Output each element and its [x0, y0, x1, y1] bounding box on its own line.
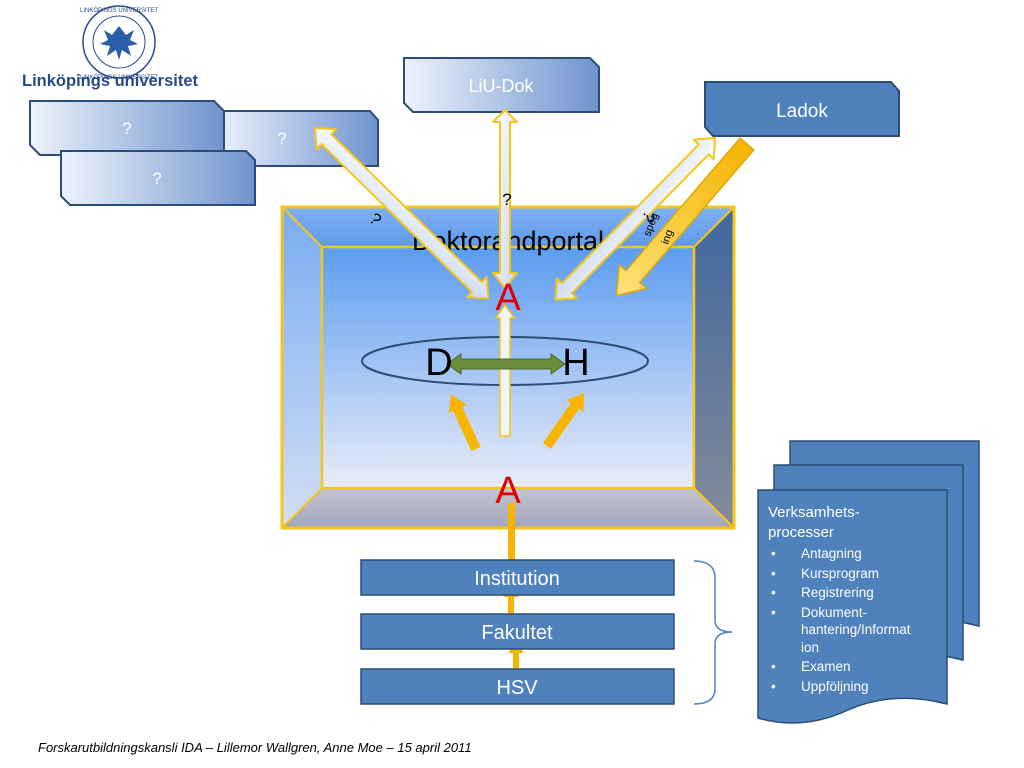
a-top-label: A	[495, 277, 521, 319]
unknown-system-box-1: ?	[29, 100, 225, 156]
unknown-system-label-3: ?	[152, 169, 161, 188]
institution-label: Institution	[474, 568, 560, 590]
process-item: Kursprogram	[760, 565, 940, 583]
university-name: Linköpings universitet	[22, 72, 199, 90]
institution-to-a-link	[508, 503, 515, 561]
arrow-label-center: ?	[502, 190, 511, 209]
process-card: Verksamhets- processer Antagning Kurspro…	[760, 503, 940, 697]
fakultet-label: Fakultet	[481, 622, 553, 644]
process-title: Verksamhets- processer	[768, 503, 940, 542]
arrow-a-to-d	[448, 394, 481, 452]
process-item: Uppföljning	[760, 678, 940, 696]
d-h-link-arrow	[446, 353, 566, 375]
seal-text-bottom: LINKÖPINGS UNIVERSITET	[80, 74, 158, 81]
hsv-box: HSV	[360, 668, 675, 705]
seal-text-top: LINKÖPINGS UNIVERSITET	[80, 7, 158, 14]
ladok-label: Ladok	[776, 101, 828, 122]
arrow-unknown-to-portal	[314, 127, 490, 300]
d-label: D	[425, 342, 452, 384]
grouping-brace	[693, 560, 733, 705]
unknown-system-label-1: ?	[122, 119, 131, 138]
speg-arrow	[615, 137, 755, 297]
process-title-line2: processer	[768, 523, 834, 541]
fakultet-box: Fakultet	[360, 613, 675, 650]
arrow-ladok-to-portal	[554, 137, 716, 301]
university-logo: LINKÖPINGS UNIVERSITET LINKÖPINGS UNIVER…	[22, 5, 199, 90]
arrow-a-to-h	[542, 392, 585, 449]
slide-footer: Forskarutbildningskansli IDA – Lillemor …	[38, 740, 472, 755]
process-list: Antagning Kursprogram Registrering Dokum…	[760, 545, 940, 695]
speg-label-2: ing	[660, 228, 676, 246]
process-item: Antagning	[760, 545, 940, 563]
hsv-label: HSV	[496, 677, 538, 699]
university-seal-icon: LINKÖPINGS UNIVERSITET LINKÖPINGS UNIVER…	[80, 5, 158, 81]
process-item-line: hantering/Informat	[801, 622, 911, 638]
process-item-line: Dokument-	[801, 604, 868, 620]
h-label: H	[562, 342, 589, 384]
process-title-line1: Verksamhets-	[768, 504, 860, 521]
process-item: Examen	[760, 658, 940, 676]
arrow-liudok-to-a	[492, 109, 518, 289]
ladok-box: Ladok	[704, 81, 900, 137]
unknown-system-box-3: ?	[60, 150, 256, 206]
process-item-line: ion	[801, 639, 820, 655]
institution-box: Institution	[360, 559, 675, 596]
unknown-system-label-2: ?	[277, 129, 286, 148]
inner-pale-arrow	[494, 303, 516, 437]
liu-dok-label: LiU-Dok	[468, 76, 534, 96]
process-item: Registrering	[760, 584, 940, 602]
liu-dok-box: LiU-Dok	[403, 57, 600, 113]
process-item: Dokument- hantering/Informat ion	[760, 604, 940, 657]
